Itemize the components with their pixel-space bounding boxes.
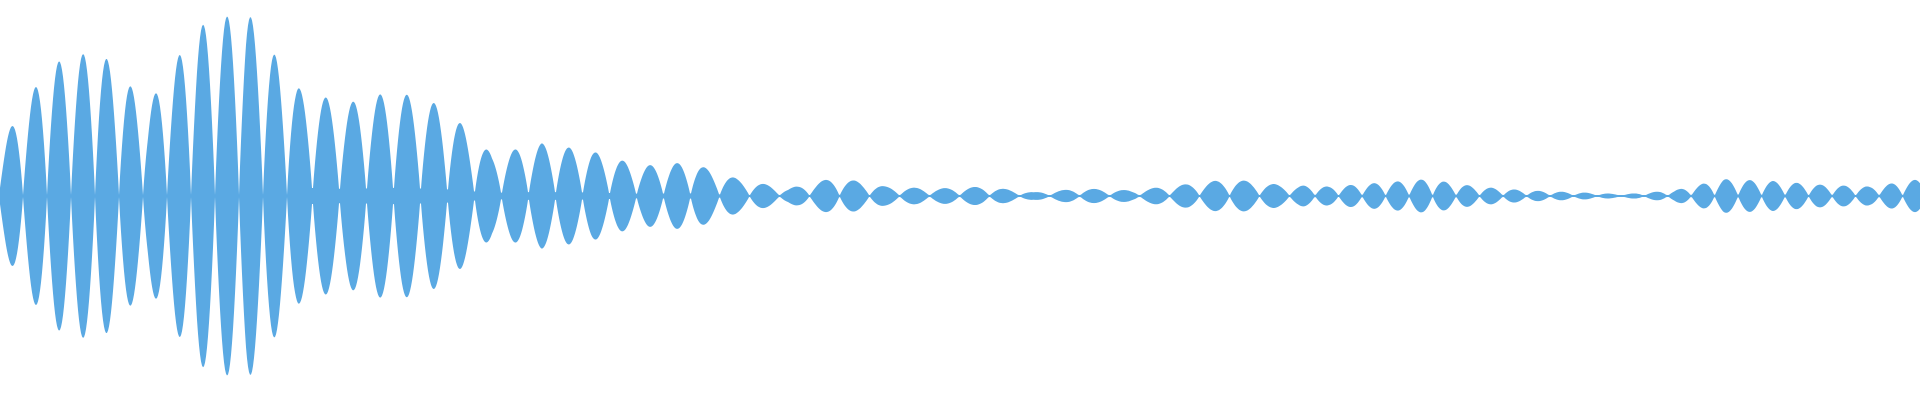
waveform-shape bbox=[0, 16, 1920, 376]
